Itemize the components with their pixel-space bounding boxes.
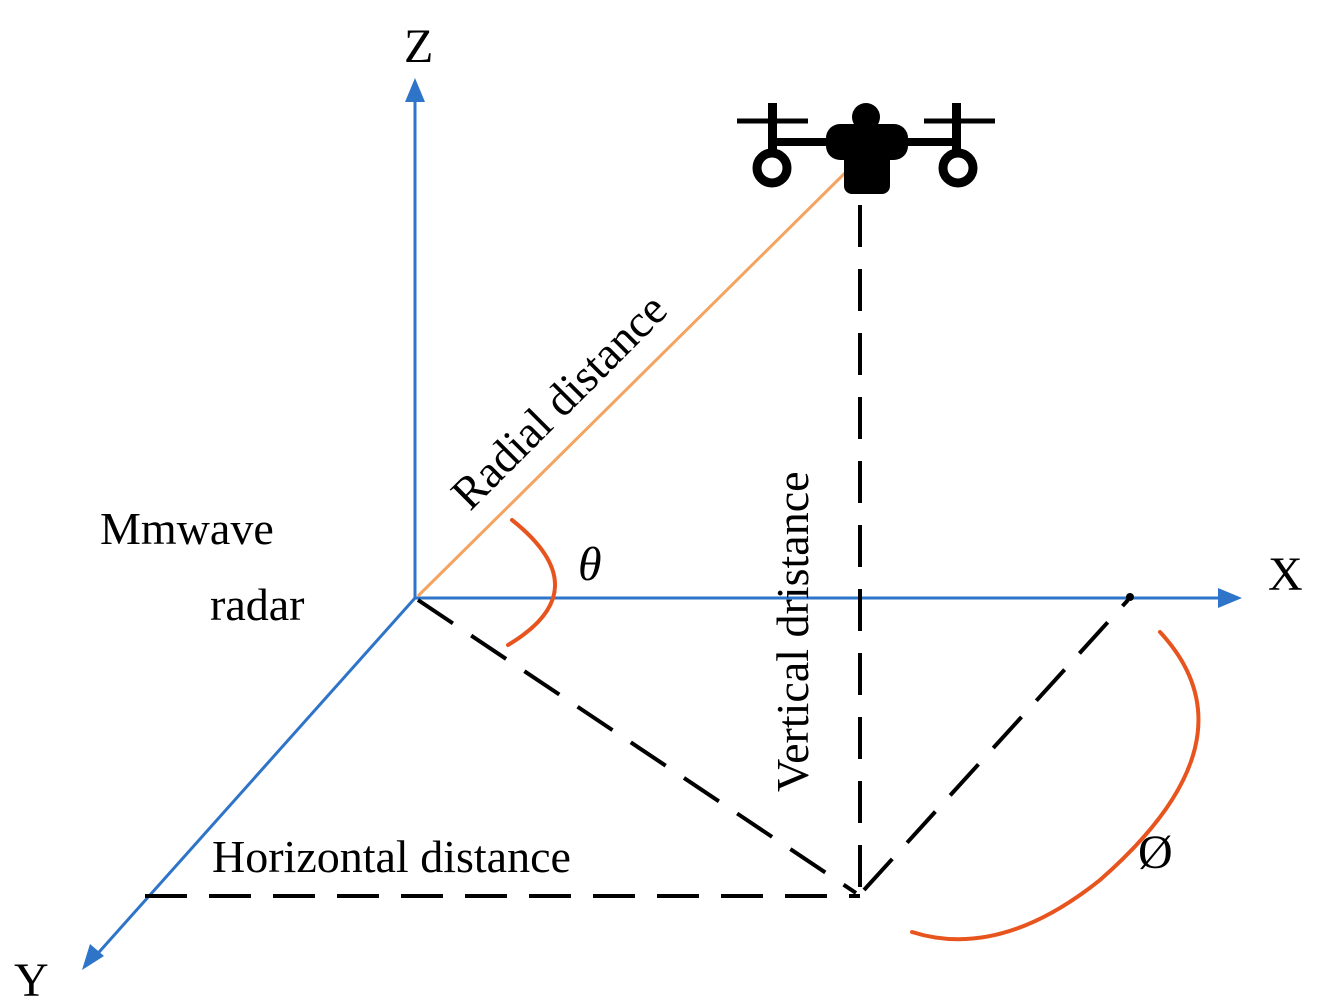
theta-label: θ: [578, 538, 602, 591]
radial-distance-label: Radial distance: [441, 283, 677, 519]
foot-to-x-dashed-line: [862, 598, 1130, 892]
z-axis-label: Z: [404, 20, 433, 73]
radial-line: [416, 166, 852, 598]
theta-arc: [506, 518, 557, 647]
radar-label-line1: Mmwave: [100, 503, 274, 554]
origin-to-foot-dashed-line: [416, 598, 858, 895]
y-axis: [90, 597, 417, 961]
drone-icon: [737, 103, 995, 194]
projection-lines: [145, 205, 1130, 898]
horizontal-distance-label: Horizontal distance: [212, 831, 571, 882]
radar-label-line2: radar: [210, 579, 304, 630]
y-axis-arrowhead: [82, 944, 104, 970]
phi-label: Ø: [1138, 826, 1173, 879]
y-axis-label: Y: [14, 954, 49, 1007]
phi-arc: [910, 630, 1201, 942]
axes: [82, 78, 1242, 970]
z-axis-arrowhead: [405, 78, 425, 102]
x-axis-marker-dot: [1126, 593, 1134, 601]
vertical-distance-label: Vertical dristance: [767, 471, 818, 792]
x-axis-label: X: [1268, 548, 1303, 601]
x-axis-arrowhead: [1218, 588, 1242, 608]
